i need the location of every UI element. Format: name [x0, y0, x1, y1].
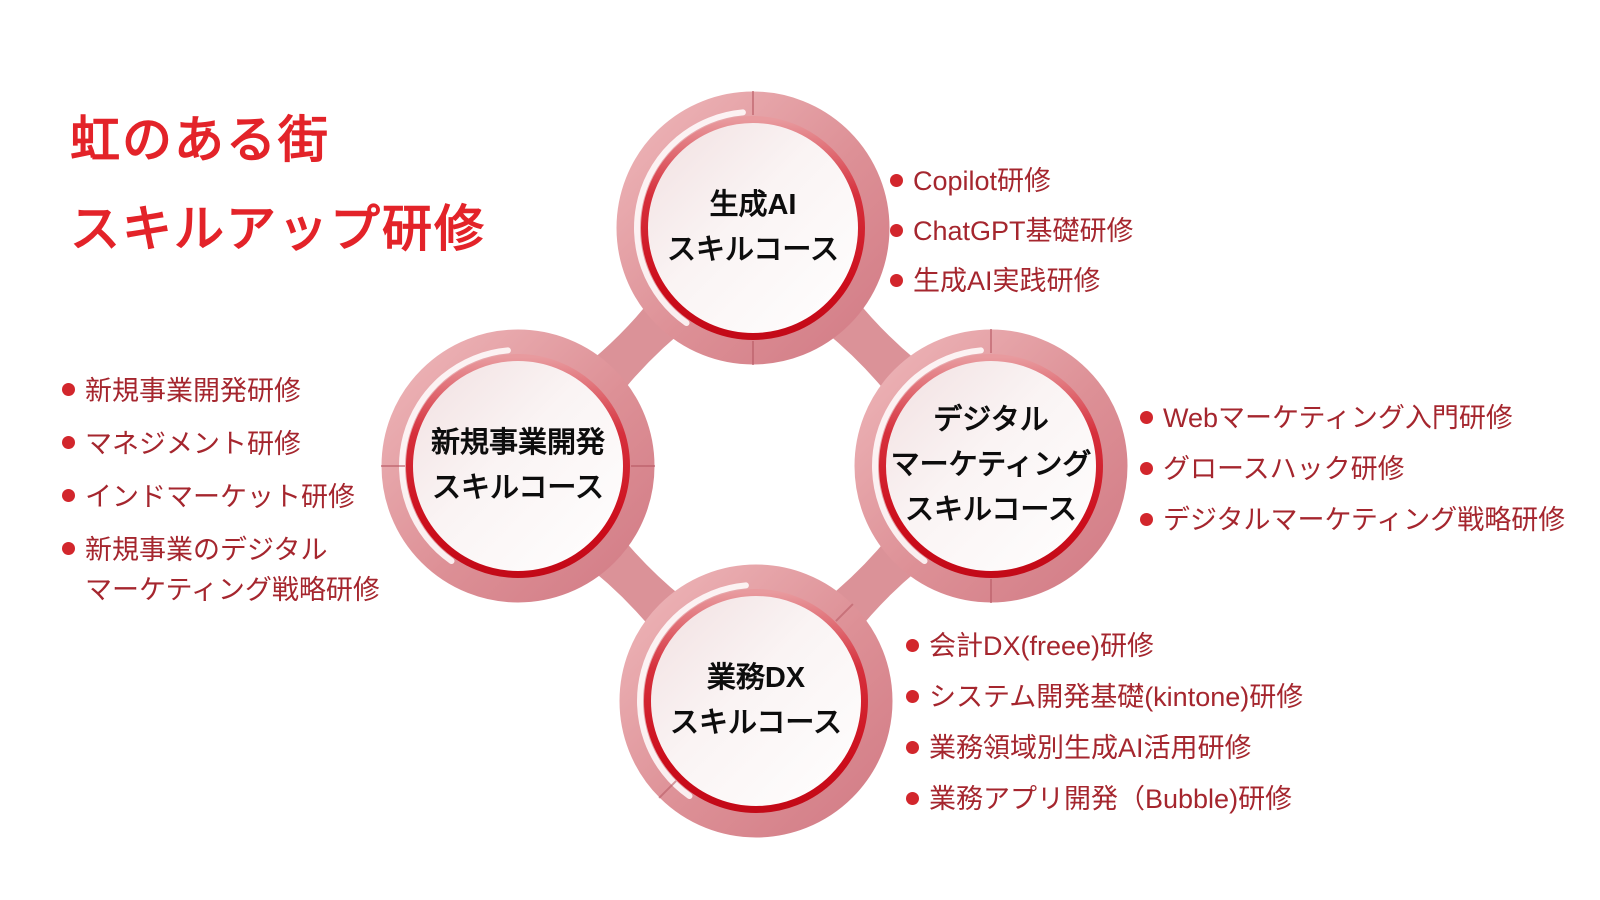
- course-list-item: 業務領域別生成AI活用研修: [906, 729, 1303, 768]
- course-list-generative-ai: Copilot研修 ChatGPT基礎研修生成AI実践研修: [890, 162, 1134, 312]
- bullet-dot-icon: [906, 690, 919, 703]
- course-item-label: Copilot研修: [913, 166, 1052, 196]
- title-line-2: スキルアップ研修: [70, 201, 486, 257]
- title-line-1: 虹のある街: [70, 112, 330, 168]
- outer-pink-ring: [619, 564, 893, 838]
- course-list-new-business: 新規事業開発研修マネジメント研修インドマーケット研修新規事業のデジタル マーケテ…: [62, 371, 380, 623]
- circle-label-new-business: 新規事業開発 スキルコース: [430, 427, 605, 504]
- bullet-dot-icon: [62, 383, 75, 396]
- course-circle-business-dx: [619, 564, 893, 838]
- inner-disc: [406, 354, 630, 578]
- course-item-label: 業務領域別生成AI活用研修: [929, 733, 1252, 763]
- course-list-item: システム開発基礎(kintone)研修: [906, 678, 1303, 717]
- bullet-dot-icon: [1140, 411, 1153, 424]
- course-list-item: ChatGPT基礎研修: [890, 212, 1134, 250]
- course-list-item: 新規事業のデジタル マーケティング戦略研修: [62, 530, 380, 610]
- course-list-item: グロースハック研修: [1140, 450, 1565, 488]
- course-list-item: インドマーケット研修: [62, 477, 380, 517]
- bullet-dot-icon: [906, 639, 919, 652]
- bullet-dot-icon: [906, 741, 919, 754]
- course-list-digital-marketing: Webマーケティング入門研修グロースハック研修デジタルマーケティング戦略研修: [1140, 399, 1565, 552]
- inner-disc: [641, 116, 865, 340]
- bevel-highlight-arc: [637, 582, 749, 799]
- bevel-highlight-arc: [634, 109, 746, 326]
- course-list-business-dx: 会計DX(freee)研修システム開発基礎(kintone)研修業務領域別生成A…: [906, 627, 1303, 831]
- bullet-dot-icon: [890, 274, 903, 287]
- course-list-item: 業務アプリ開発（Bubble)研修: [906, 780, 1303, 819]
- course-item-label: グロースハック研修: [1163, 454, 1405, 484]
- bullet-dot-icon: [890, 174, 903, 187]
- course-list-item: デジタルマーケティング戦略研修: [1140, 501, 1565, 539]
- course-item-label: 業務アプリ開発（Bubble)研修: [929, 784, 1293, 814]
- course-circle-generative-ai: [616, 91, 890, 365]
- course-item-label: マネジメント研修: [85, 429, 301, 459]
- course-list-item: 会計DX(freee)研修: [906, 627, 1303, 666]
- course-circle-digital-marketing: [854, 329, 1128, 603]
- circle-label-generative-ai: 生成AI スキルコース: [667, 189, 839, 266]
- course-item-label: 生成AI実践研修: [913, 266, 1101, 296]
- course-list-item: Copilot研修: [890, 162, 1134, 200]
- course-list-item: 新規事業開発研修: [62, 371, 380, 411]
- course-item-label: ChatGPT基礎研修: [913, 216, 1134, 246]
- bullet-dot-icon: [1140, 513, 1153, 526]
- course-list-item: マネジメント研修: [62, 424, 380, 464]
- inner-disc: [879, 354, 1103, 578]
- course-item-label: デジタルマーケティング戦略研修: [1163, 505, 1566, 535]
- bullet-dot-icon: [62, 489, 75, 502]
- course-item-label: Webマーケティング入門研修: [1163, 403, 1513, 433]
- ring-seams: [658, 603, 854, 799]
- course-item-label: インドマーケット研修: [85, 482, 355, 512]
- course-list-item: 生成AI実践研修: [890, 262, 1134, 300]
- bullet-dot-icon: [62, 542, 75, 555]
- inner-disc: [644, 589, 868, 813]
- course-list-item: Webマーケティング入門研修: [1140, 399, 1565, 437]
- bevel-highlight-arc: [399, 347, 511, 564]
- circle-label-business-dx: 業務DX スキルコース: [670, 662, 842, 739]
- bullet-dot-icon: [62, 436, 75, 449]
- bullet-dot-icon: [1140, 462, 1153, 475]
- bullet-dot-icon: [890, 224, 903, 237]
- course-item-label: 新規事業開発研修: [85, 376, 301, 406]
- course-item-label: 会計DX(freee)研修: [929, 631, 1155, 661]
- course-circle-new-business: [381, 329, 655, 603]
- bevel-highlight-arc: [872, 347, 984, 564]
- circle-label-digital-marketing: デジタル マーケティング スキルコース: [890, 404, 1092, 526]
- page-title: 虹のある街 スキルアップ研修: [70, 96, 486, 274]
- bullet-dot-icon: [906, 792, 919, 805]
- course-item-label: システム開発基礎(kintone)研修: [929, 682, 1304, 712]
- course-item-label: 新規事業のデジタル マーケティング戦略研修: [85, 535, 380, 605]
